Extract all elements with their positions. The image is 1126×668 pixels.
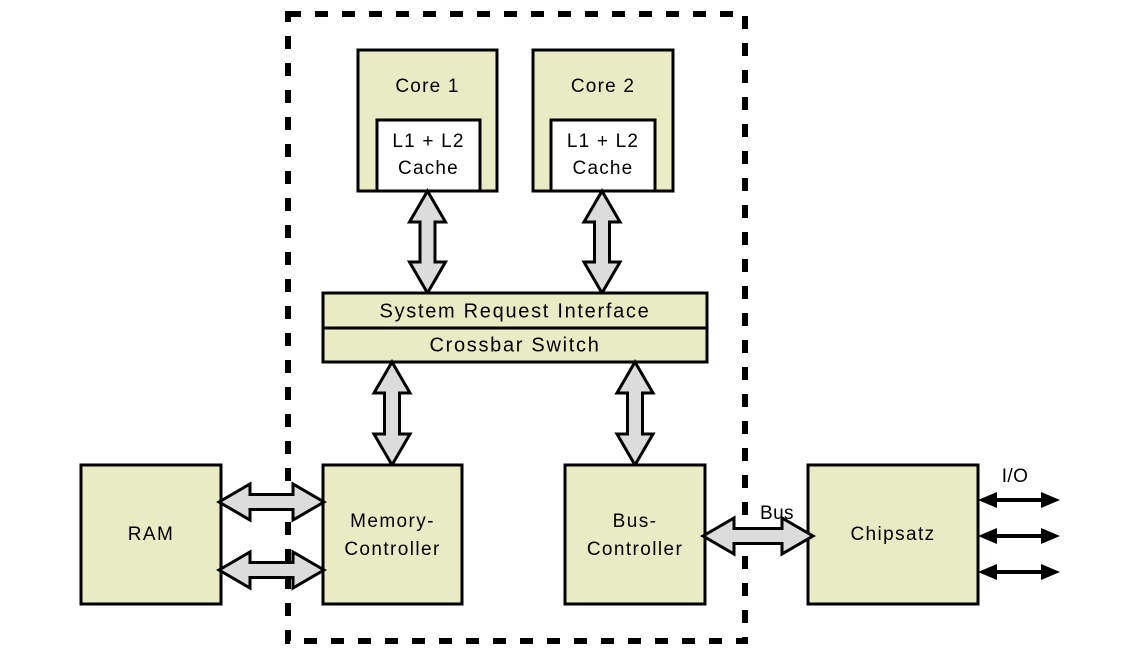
arrow-ram-to-memory-controller-upper xyxy=(216,481,327,523)
bus-controller-block[interactable]: Bus- Controller xyxy=(563,463,707,606)
system-request-interface-block[interactable]: System Request Interface xyxy=(321,291,709,330)
core-1-cache-label-line1: L1 + L2 xyxy=(392,131,464,152)
memory-controller-box xyxy=(321,463,464,606)
crossbar-switch-label: Crossbar Switch xyxy=(429,334,600,356)
bus-controller-label-line2: Controller xyxy=(587,539,683,560)
chipset-label: Chipsatz xyxy=(850,524,935,545)
memory-controller-block[interactable]: Memory- Controller xyxy=(321,463,464,606)
arrow-crossbar-to-memory-controller xyxy=(371,359,413,468)
arrow-core2-to-sri xyxy=(581,188,623,296)
arrow-ram-to-memory-controller-lower xyxy=(216,549,327,591)
ram-label: RAM xyxy=(128,524,174,545)
memory-controller-label-line1: Memory- xyxy=(350,511,435,532)
io-arrow-1-head-right xyxy=(1041,492,1060,508)
io-arrow-3-head-right xyxy=(1041,564,1060,580)
io-arrow-2-head-left xyxy=(978,528,997,544)
core-1-block[interactable]: Core 1 L1 + L2 Cache xyxy=(356,48,499,193)
arrow-core1-to-sri xyxy=(406,188,449,296)
io-arrow-2-head-right xyxy=(1041,528,1060,544)
crossbar-switch-block[interactable]: Crossbar Switch xyxy=(321,326,709,364)
bus-controller-box xyxy=(563,463,707,606)
io-arrow-3-head-left xyxy=(978,564,997,580)
ram-box xyxy=(79,463,223,606)
chipset-io-arrows xyxy=(978,492,1060,580)
io-arrow-1-head-left xyxy=(978,492,997,508)
core-2-label: Core 2 xyxy=(571,76,635,97)
chipset-box xyxy=(806,463,980,606)
core-2-cache-label-line2: Cache xyxy=(573,158,634,179)
io-connection-label: I/O xyxy=(1002,466,1029,487)
core-1-label: Core 1 xyxy=(395,76,459,97)
crossbar-switch-box xyxy=(321,326,709,364)
cpu-die-boundary xyxy=(285,11,748,644)
bus-connection-label: Bus xyxy=(760,503,794,524)
system-request-interface-label: System Request Interface xyxy=(380,300,651,322)
arrow-bus-controller-to-chipset xyxy=(700,515,816,557)
memory-controller-label-line2: Controller xyxy=(344,539,440,560)
core-1-cache-box xyxy=(375,118,482,193)
bus-controller-label-line1: Bus- xyxy=(613,511,658,532)
ram-block[interactable]: RAM xyxy=(79,463,223,606)
chipset-block[interactable]: Chipsatz xyxy=(806,463,980,606)
core-1-cache-label-line2: Cache xyxy=(398,158,459,179)
core-2-block[interactable]: Core 2 L1 + L2 Cache xyxy=(531,48,675,193)
arrow-crossbar-to-bus-controller xyxy=(614,359,656,468)
core-2-cache-label-line1: L1 + L2 xyxy=(567,131,639,152)
